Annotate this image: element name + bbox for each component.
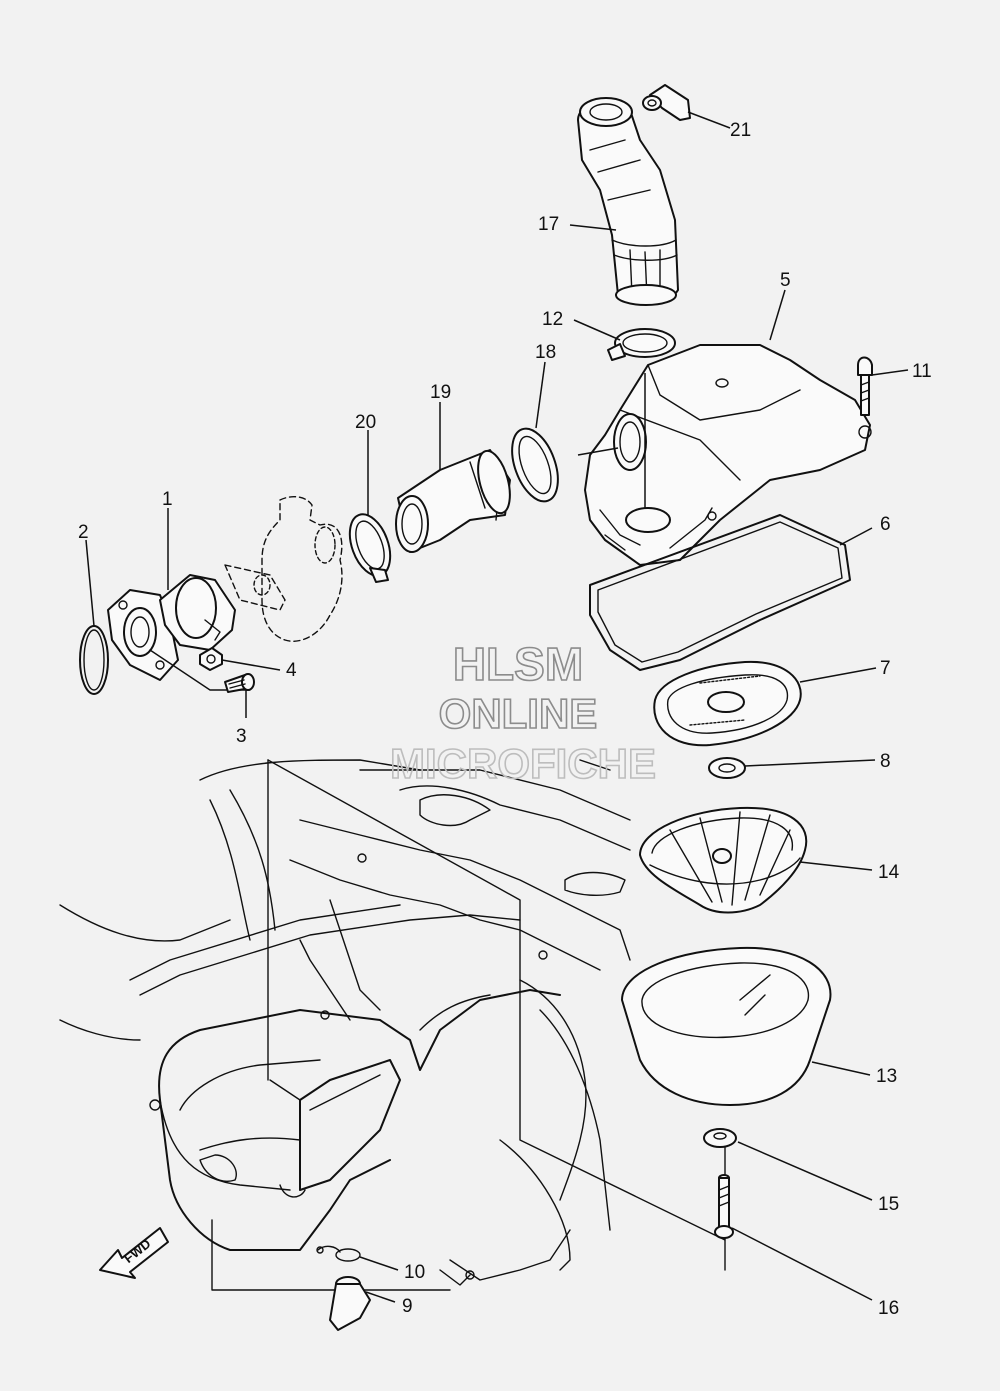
callout-7: 7 (880, 658, 891, 679)
watermark-line-3: MICROFICHE (390, 740, 656, 787)
callout-19: 19 (430, 382, 451, 403)
collar-15 (703, 1128, 737, 1148)
callout-18: 18 (535, 342, 556, 363)
callout-10: 10 (404, 1262, 425, 1283)
carburetor-phantom (224, 496, 343, 642)
joint-19 (395, 449, 511, 553)
bolt-3 (224, 673, 255, 693)
callout-13: 13 (876, 1066, 897, 1087)
watermark-line-2: ONLINE (439, 690, 598, 737)
drain-plug (329, 1276, 371, 1331)
callout-16: 16 (878, 1298, 899, 1319)
watermark-line-1: HLSM (453, 638, 583, 690)
clamp-20 (348, 513, 392, 583)
callout-15: 15 (878, 1194, 899, 1215)
band-18 (511, 427, 559, 503)
callout-20: 20 (355, 412, 376, 433)
callout-12: 12 (542, 309, 563, 330)
callout-14: 14 (878, 862, 900, 883)
callout-4: 4 (286, 660, 297, 681)
callout-1: 1 (162, 489, 173, 510)
callout-8: 8 (880, 751, 891, 772)
gasket (589, 514, 851, 671)
element-guide (653, 660, 802, 747)
elbow-21 (642, 84, 691, 121)
watermark: HLSM ONLINE MICROFICHE (389, 637, 657, 788)
element-frame (639, 806, 808, 914)
callout-9: 9 (402, 1296, 413, 1317)
bolt-16 (714, 1174, 734, 1239)
callout-6: 6 (880, 514, 891, 535)
callout-3: 3 (236, 726, 247, 747)
intake-joint (107, 574, 251, 691)
washer-8 (708, 757, 746, 779)
air-filter-case (584, 344, 872, 566)
callout-2: 2 (78, 522, 89, 543)
forward-arrow: FWD (99, 1227, 169, 1279)
clamp-12 (607, 328, 676, 361)
callout-5: 5 (780, 270, 791, 291)
callout-11: 11 (912, 361, 932, 382)
callout-numbers: 1 2 3 4 5 6 7 8 9 10 11 12 13 14 15 16 1… (78, 120, 932, 1319)
callout-21: 21 (730, 120, 751, 141)
callout-17: 17 (538, 214, 559, 235)
bolt-11 (857, 356, 873, 416)
reference-lines (211, 759, 726, 1291)
frame-structure (59, 759, 631, 1286)
air-filter-element (621, 946, 832, 1106)
clip-10 (316, 1245, 361, 1262)
nut (199, 647, 223, 671)
intake-duct (577, 97, 679, 306)
leader-lines (85, 111, 909, 1303)
